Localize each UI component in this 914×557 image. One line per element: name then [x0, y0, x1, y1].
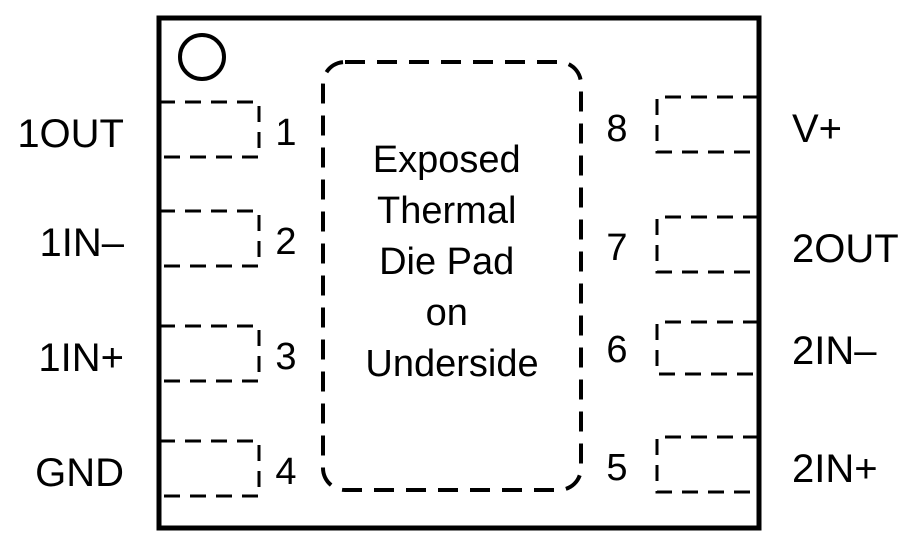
pin-pad-5 — [655, 435, 759, 494]
pin-pad-7 — [655, 215, 759, 274]
right-pin-pads — [655, 95, 759, 494]
pin-number-7: 7 — [606, 227, 627, 269]
pin-name-2out: 2OUT — [792, 227, 899, 271]
pin-number-8: 8 — [606, 108, 627, 150]
exposed-thermal-pad — [321, 60, 583, 492]
exposed-pad-label-line: Underside — [365, 343, 538, 385]
exposed-pad-label-line: Die Pad — [379, 241, 514, 283]
package-body — [156, 15, 762, 531]
pin-pad-4 — [159, 439, 261, 498]
exposed-pad-label-line: Thermal — [377, 190, 516, 232]
pin-name-vplus: V+ — [792, 107, 842, 151]
pin-number-4: 4 — [275, 451, 296, 493]
pin-name-gnd: GND — [35, 451, 124, 495]
pin-name-1out: 1OUT — [17, 112, 124, 156]
exposed-pad-label-line: on — [426, 292, 468, 334]
pin-pad-1 — [159, 100, 261, 159]
pin-name-2in-plus: 2IN+ — [792, 447, 878, 491]
pin1-marker-icon — [178, 33, 226, 81]
pin-pad-8 — [655, 95, 759, 154]
pin-number-5: 5 — [606, 447, 627, 489]
left-pin-pads — [159, 100, 261, 498]
pin-number-6: 6 — [606, 329, 627, 371]
exposed-pad-label: Exposed Thermal Die Pad on Underside — [365, 139, 538, 385]
pin-pad-6 — [655, 320, 759, 376]
pin-number-1: 1 — [275, 112, 296, 154]
pin-name-2in-minus: 2IN– — [792, 329, 877, 373]
pin-name-1in-plus: 1IN+ — [38, 336, 124, 380]
pin-pad-3 — [159, 324, 261, 383]
pin-name-1in-minus: 1IN– — [40, 221, 125, 265]
pin-pad-2 — [159, 209, 261, 268]
exposed-pad-label-line: Exposed — [373, 139, 521, 181]
pin-number-2: 2 — [275, 221, 296, 263]
pin-number-3: 3 — [275, 336, 296, 378]
